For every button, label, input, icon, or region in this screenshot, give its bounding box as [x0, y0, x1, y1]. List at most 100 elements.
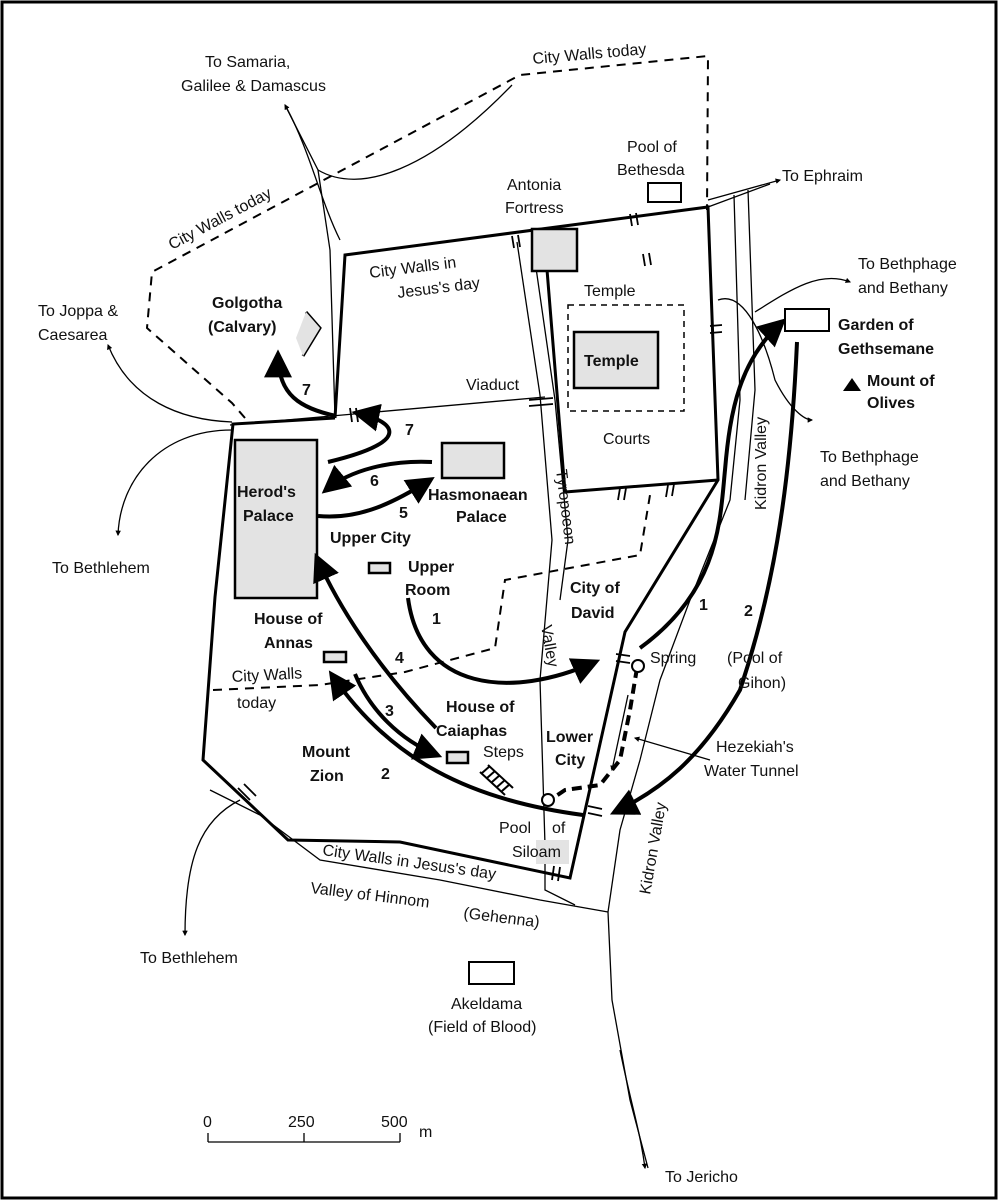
pool-of-siloam-area	[536, 840, 569, 864]
hasmonaean-palace-building	[440, 441, 506, 480]
label-pool-siloam-1: Pool	[499, 820, 531, 837]
label-hezekiah-2: Water Tunnel	[704, 763, 799, 780]
label-to-bethphage-mid-2: and Bethany	[820, 473, 910, 490]
label-lower-city-2: City	[555, 752, 585, 769]
route-3	[353, 673, 443, 760]
label-walls-jesus-day-bottom: City Walls in Jesus's day	[321, 842, 497, 883]
label-viaduct: Viaduct	[466, 377, 520, 394]
label-akeldama-1: Akeldama	[451, 996, 522, 1013]
label-gehenna: (Gehenna)	[463, 905, 541, 931]
label-hezekiah-1: Hezekiah's	[716, 739, 794, 756]
label-valley: Valley	[537, 624, 561, 669]
label-temple-area: Temple	[584, 283, 636, 300]
label-walls-today-top: City Walls today	[532, 41, 647, 68]
label-walls-today-left: City Walls today	[166, 185, 275, 254]
road-to-ephraim	[707, 178, 782, 201]
label-pool-siloam-2: of	[552, 820, 566, 837]
tyropoeon-valley-line-2	[531, 239, 569, 601]
spring-marker	[631, 659, 645, 673]
label-to-bethlehem-2: To Bethlehem	[140, 950, 238, 967]
scale-label-250: 250	[288, 1114, 315, 1131]
label-akeldama-2: (Field of Blood)	[428, 1019, 537, 1036]
label-pool-gihon-1: (Pool of	[727, 650, 783, 667]
route-number-2-west: 2	[381, 766, 390, 783]
label-to-jericho: To Jericho	[665, 1169, 738, 1186]
route-4	[313, 552, 438, 730]
road-to-jericho	[619, 1049, 648, 1170]
road-to-bethphage-mid	[717, 298, 814, 423]
label-to-ephraim: To Ephraim	[782, 168, 863, 185]
road-to-bethlehem-lower	[182, 799, 241, 937]
route-2-east	[609, 341, 799, 815]
route-6	[321, 459, 433, 494]
samaria-road	[317, 84, 513, 180]
hinnom-valley-line	[209, 789, 609, 913]
label-mount-zion-1: Mount	[302, 744, 351, 761]
label-upper-room-2: Room	[405, 582, 450, 599]
house-of-annas-building	[322, 650, 348, 664]
scale-label-0: 0	[203, 1114, 212, 1131]
label-herods-palace-1: Herod's	[237, 484, 296, 501]
label-golgotha-1: Golgotha	[212, 295, 282, 312]
label-pool-bethesda-1: Pool of	[627, 139, 677, 156]
scale-unit: m	[419, 1124, 432, 1141]
label-walls-today-lower-1: City Walls	[231, 665, 302, 686]
siloam-marker	[541, 793, 555, 807]
scale-label-500: 500	[381, 1114, 408, 1131]
label-mount-zion-2: Zion	[310, 768, 344, 785]
label-kidron-lower: Kidron Valley	[637, 801, 670, 896]
label-kidron-upper: Kidron Valley	[753, 417, 770, 510]
steps-symbol	[479, 764, 514, 796]
label-upper-room-1: Upper	[408, 559, 454, 576]
north-road	[284, 104, 336, 419]
road-to-joppa	[107, 343, 233, 423]
route-1-west	[406, 597, 601, 685]
upper-room-building	[367, 561, 392, 575]
label-to-samaria-2: Galilee & Damascus	[181, 78, 326, 95]
label-valley-hinnom: Valley of Hinnom	[310, 880, 431, 911]
route-2-west	[328, 670, 584, 817]
label-courts: Courts	[603, 431, 650, 448]
golgotha-rock	[296, 312, 320, 356]
scale-bar	[207, 1133, 401, 1143]
label-golgotha-2: (Calvary)	[208, 319, 276, 336]
label-upper-city: Upper City	[330, 530, 411, 547]
label-antonia-2: Fortress	[505, 200, 564, 217]
viaduct-road	[229, 396, 546, 426]
label-house-annas-1: House of	[254, 611, 323, 628]
label-to-bethphage-top-1: To Bethphage	[858, 256, 957, 273]
akeldama-building	[468, 961, 515, 985]
hezekiahs-water-tunnel	[548, 667, 639, 802]
label-pool-bethesda-2: Bethesda	[617, 162, 685, 179]
city-walls-today-line	[145, 54, 710, 419]
road-to-bethlehem-upper	[115, 429, 233, 537]
route-number-1-west: 1	[432, 611, 441, 628]
temple-enclosure-wall	[543, 244, 719, 494]
label-gethsemane-2: Gethsemane	[838, 341, 934, 358]
label-hasmonaean-1: Hasmonaean	[428, 487, 528, 504]
label-to-bethphage-mid-1: To Bethphage	[820, 449, 919, 466]
route-number-3: 3	[385, 703, 394, 720]
city-walls-jesus-day-line	[201, 205, 720, 880]
house-of-caiaphas-building	[445, 750, 470, 765]
mount-of-olives-marker	[843, 378, 861, 391]
label-steps: Steps	[483, 744, 524, 761]
label-to-samaria-1: To Samaria,	[205, 54, 290, 71]
label-house-annas-2: Annas	[264, 635, 313, 652]
route-number-7-left: 7	[302, 382, 311, 399]
road-to-samaria	[284, 104, 341, 241]
label-to-bethlehem-1: To Bethlehem	[52, 560, 150, 577]
route-number-5: 5	[399, 505, 408, 522]
hezekiah-pointer	[633, 736, 711, 761]
label-pool-siloam-3: Siloam	[512, 844, 561, 861]
route-7-right	[327, 403, 392, 464]
label-walls-jesus-day-2: Jesus's day	[396, 275, 481, 302]
label-gethsemane-1: Garden of	[838, 317, 914, 334]
label-mount-olives-2: Olives	[867, 395, 915, 412]
garden-of-gethsemane-building	[784, 308, 830, 332]
label-pool-gihon-2: Gihon)	[738, 675, 786, 692]
route-number-6: 6	[370, 473, 379, 490]
route-number-7-right: 7	[405, 422, 414, 439]
